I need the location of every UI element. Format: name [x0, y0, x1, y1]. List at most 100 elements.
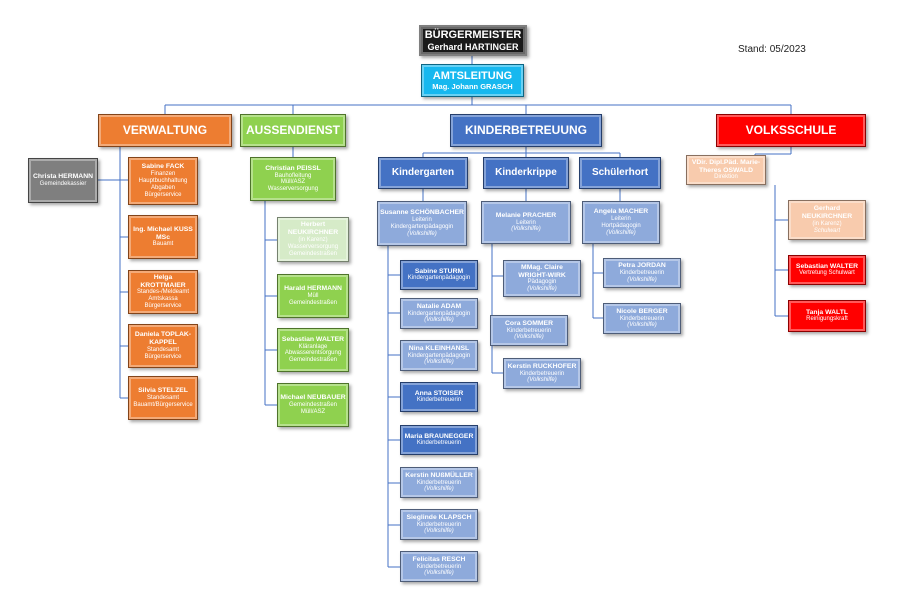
person-role: Reinigungskraft — [806, 316, 848, 323]
person-name: Sebastian WALTER — [795, 262, 859, 270]
person-role: Kinderbetreuerin — [506, 327, 552, 334]
person-role: Kläranlage — [298, 343, 328, 350]
person-name: Susanne SCHÖNBACHER — [380, 209, 464, 217]
person-sabine-sturm: Sabine STURM Kindergartenpädagogin — [400, 260, 478, 290]
dept-title: VOLKSSCHULE — [745, 122, 837, 137]
person-kerstin-ruckhofer: Kerstin RUCKHOFER Kinderbetreuerin (Volk… — [503, 358, 581, 389]
person-name: Nina KLEINHANSL — [408, 344, 470, 352]
person-name: Harald HERMANN — [284, 285, 342, 293]
person-role: Hortpädagogin — [601, 222, 641, 229]
person-role: Abwasserentsorgung — [284, 350, 342, 357]
person-nicole-berger: Nicole BERGER Kinderbetreuerin (Volkshil… — [603, 303, 681, 334]
person-role: Schulwart — [813, 227, 841, 234]
subdept-title: Kindergarten — [391, 167, 455, 179]
person-role: Amtskassa — [148, 296, 178, 303]
person-employer: (Volkshilfe) — [606, 229, 636, 236]
person-employer: (Volkshilfe) — [424, 317, 454, 324]
stand-date: Stand: 05/2023 — [738, 44, 806, 55]
person-role: Direktion — [714, 174, 738, 181]
person-name: Sabine STURM — [414, 267, 464, 275]
person-role: Bauhofleitung — [274, 172, 312, 179]
person-name: Helga KROTTMAIER — [140, 273, 186, 289]
person-petra-jordan: Petra JORDAN Kinderbetreuerin (Volkshilf… — [603, 258, 681, 288]
person-name: Melanie PRACHER — [495, 211, 557, 219]
person-employer: (Volkshilfe) — [627, 322, 657, 329]
person-name: Kerstin RUCKHOFER — [507, 362, 577, 370]
person-role: Kindergartenpädagogin — [407, 310, 471, 317]
person-kerstin-nussmueller: Kerstin NUßMÜLLER Kinderbetreuerin (Volk… — [400, 467, 478, 498]
dept-title: AUSSENDIENST — [245, 122, 340, 137]
person-role: Kinderbetreuerin — [416, 521, 462, 528]
person-name: Petra JORDAN — [618, 262, 666, 270]
person-sebastian-walter-volksschule: Sebastian WALTER Vertretung Schulwart — [788, 255, 866, 285]
person-role: Bürgerservice — [144, 191, 182, 198]
person-employer: (Volkshilfe) — [424, 570, 454, 577]
person-name: Natalie ADAM — [416, 302, 462, 310]
person-name: Felicitas RESCH — [412, 555, 466, 563]
person-name: Christian PEISSL — [265, 164, 321, 172]
person-sabine-fack: Sabine FACK Finanzen Hauptbuchhaltung Ab… — [128, 157, 198, 205]
person-susanne-schoenbacher: Susanne SCHÖNBACHER Leiterin Kindergarte… — [377, 201, 467, 246]
person-role: Kindergartenpädagogin — [390, 223, 454, 230]
person-employer: (Volkshilfe) — [527, 286, 557, 293]
person-michael-kuss: Ing. Michael KUSS MSc Bauamt — [128, 215, 198, 259]
person-role: Müll/ASZ — [300, 408, 326, 415]
person-silvia-stelzel: Silvia STELZEL Standesamt Bauamt/Bürgers… — [128, 376, 198, 420]
person-role: Kinderbetreuerin — [416, 479, 462, 486]
person-role: Standesamt — [146, 395, 180, 402]
dept-title: KINDERBETREUUNG — [464, 122, 587, 137]
node-title: AMTSLEITUNG — [432, 69, 513, 82]
person-harald-hermann: Harald HERMANN Müll Gemeindestraßen — [277, 274, 349, 318]
person-marie-oswald: VDir. Dipl.Päd. Marie-Theres OSWALD Dire… — [686, 155, 766, 185]
dept-verwaltung: VERWALTUNG — [98, 114, 232, 147]
person-employer: (Volkshilfe) — [514, 334, 544, 341]
person-angela-macher: Angela MACHER Leiterin Hortpädagogin (Vo… — [582, 201, 660, 244]
person-name: Silvia STELZEL — [138, 387, 188, 395]
node-buergermeister: BÜRGERMEISTER Gerhard HARTINGER — [419, 25, 527, 56]
person-role: Kinderbetreuerin — [619, 315, 665, 322]
person-christian-peissl: Christian PEISSL Bauhofleitung Müll/ASZ … — [250, 157, 336, 201]
subdept-title: Schülerhort — [591, 167, 649, 179]
person-name: Herbert NEUKIRCHNER — [287, 221, 339, 237]
person-sebastian-walter-aussendienst: Sebastian WALTER Kläranlage Abwasserents… — [277, 328, 349, 372]
person-name: Ing. Michael KUSS MSc — [133, 225, 193, 241]
person-name: Sebastian WALTER — [281, 335, 345, 343]
person-employer: (Volkshilfe) — [527, 377, 557, 384]
person-anna-stoiser: Anna STOISER Kinderbetreuerin — [400, 382, 478, 412]
person-role: Standes-/Meldeamt — [136, 289, 190, 296]
person-name: Maria BRAUNEGGER — [404, 432, 474, 440]
dept-kinderbetreuung: KINDERBETREUUNG — [450, 114, 602, 147]
person-name: Kerstin NUßMÜLLER — [405, 471, 473, 479]
dept-volksschule: VOLKSSCHULE — [716, 114, 866, 147]
person-name: MMag. Claire WRIGHT-WIRK — [518, 263, 566, 279]
person-cora-sommer: Cora SOMMER Kinderbetreuerin (Volkshilfe… — [490, 315, 568, 346]
person-role: Wasserversorgung — [287, 243, 339, 250]
person-name: Nicole BERGER — [616, 307, 668, 315]
person-name: Angela MACHER — [593, 208, 649, 216]
person-role: Standesamt — [146, 346, 180, 353]
person-name: Anna STOISER — [414, 389, 464, 397]
person-daniela-toplak: Daniela TOPLAK-KAPPEL Standesamt Bürgers… — [128, 324, 198, 368]
person-role: Kinderbetreuerin — [519, 370, 565, 377]
person-role: (in Karenz) — [812, 220, 842, 227]
person-maria-braunegger: Maria BRAUNEGGER Kinderbetreuerin — [400, 425, 478, 455]
person-employer: (Volkshilfe) — [424, 359, 454, 366]
person-role: Bauamt/Bürgerservice — [133, 401, 193, 408]
subdept-schuelerhort: Schülerhort — [579, 157, 661, 189]
person-role: Gemeindestraßen — [288, 299, 338, 306]
person-role: Hauptbuchhaltung — [138, 178, 188, 185]
person-role: Gemeindekassier — [39, 180, 87, 187]
person-role: Leiterin — [412, 217, 432, 224]
person-employer: (Volkshilfe) — [511, 226, 541, 233]
person-role: Kinderbetreuerin — [416, 440, 462, 447]
person-role: Leiterin — [611, 216, 631, 223]
person-role: Müll — [307, 293, 319, 300]
person-role: Abgaben — [150, 184, 176, 191]
person-claire-wright-wirk: MMag. Claire WRIGHT-WIRK Pädagogin (Volk… — [503, 260, 581, 297]
node-name: Gerhard HARTINGER — [427, 41, 519, 52]
person-role: Vertretung Schulwart — [799, 270, 855, 277]
person-employer: (Volkshilfe) — [407, 230, 437, 237]
person-role: Müll/ASZ — [280, 179, 306, 186]
person-nina-kleinhansl: Nina KLEINHANSL Kindergartenpädagogin (V… — [400, 340, 478, 371]
